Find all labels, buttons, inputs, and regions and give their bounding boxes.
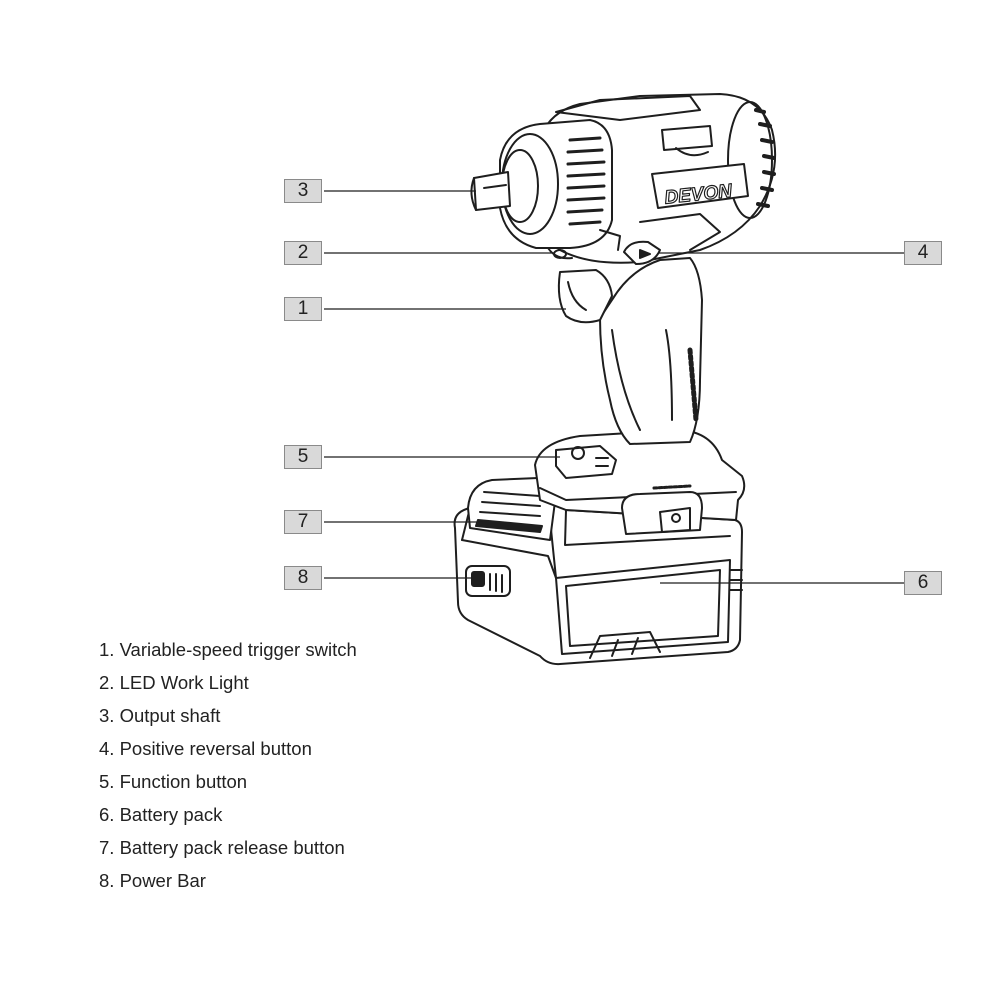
callout-2: 2 <box>284 241 322 265</box>
reversal-button-drawing <box>623 240 661 265</box>
legend-item-led-light: 2. LED Work Light <box>99 672 249 693</box>
tool-base-drawing <box>534 429 746 535</box>
callout-3: 3 <box>284 179 322 203</box>
callout-1: 1 <box>284 297 322 321</box>
trigger-drawing <box>557 269 613 324</box>
tool-handle-drawing <box>599 257 703 445</box>
output-shaft-drawing <box>470 171 511 211</box>
led-light-drawing <box>547 247 573 260</box>
callout-4: 4 <box>904 241 942 265</box>
power-bar-drawing <box>465 565 511 597</box>
legend-item-trigger: 1. Variable-speed trigger switch <box>99 639 357 660</box>
legend-item-power-bar: 8. Power Bar <box>99 870 206 891</box>
legend-item-battery-release: 7. Battery pack release button <box>99 837 345 858</box>
tool-head-drawing: DEVON <box>499 93 777 265</box>
callout-5: 5 <box>284 445 322 469</box>
legend-item-output-shaft: 3. Output shaft <box>99 705 221 726</box>
tool-diagram: DEVON <box>324 93 904 666</box>
legend-item-battery-pack: 6. Battery pack <box>99 804 223 825</box>
parts-legend: 1. Variable-speed trigger switch 2. LED … <box>99 638 357 902</box>
callout-8: 8 <box>284 566 322 590</box>
legend-item-function-button: 5. Function button <box>99 771 248 792</box>
callout-6: 6 <box>904 571 942 595</box>
legend-item-reversal-button: 4. Positive reversal button <box>99 738 312 759</box>
callout-7: 7 <box>284 510 322 534</box>
